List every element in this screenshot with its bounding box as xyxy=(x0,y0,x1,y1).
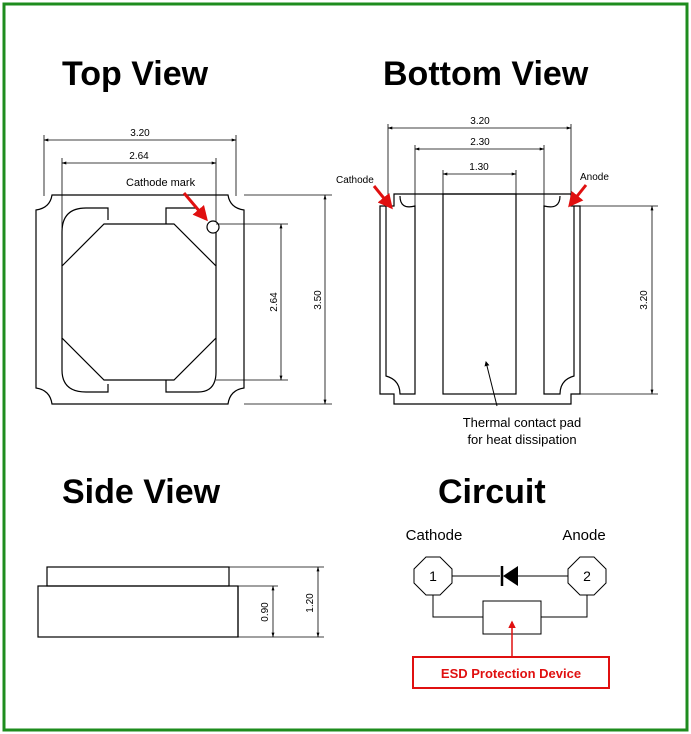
bottom-cathode-label: Cathode xyxy=(336,175,374,186)
bottom-view-heading: Bottom View xyxy=(383,55,589,93)
bottom-anode-label: Anode xyxy=(580,172,609,183)
bottom-dim-height: 3.20 xyxy=(639,290,650,310)
top-dim-height-outer: 3.50 xyxy=(313,290,324,310)
top-dim-height-inner: 2.64 xyxy=(269,292,280,312)
bottom-view-dimension-lines xyxy=(387,126,654,395)
thermal-note-line2: for heat dissipation xyxy=(467,432,576,447)
bottom-dim-width-mid: 2.30 xyxy=(470,137,490,148)
side-dim-body-height: 0.90 xyxy=(260,602,271,622)
top-view-dimension-lines xyxy=(43,138,327,405)
side-view-drawing xyxy=(37,566,324,638)
side-dim-total-height: 1.20 xyxy=(305,593,316,613)
bottom-view-drawing xyxy=(379,124,658,405)
circuit-anode-label: Anode xyxy=(562,527,605,544)
cathode-mark-label: Cathode mark xyxy=(126,177,196,189)
circuit-heading: Circuit xyxy=(438,473,546,511)
diode-symbol xyxy=(500,566,518,586)
side-view-heading: Side View xyxy=(62,473,221,511)
circuit-pin2: 2 xyxy=(583,568,591,584)
top-view-heading: Top View xyxy=(62,55,209,93)
cathode-mark-arrow xyxy=(182,192,208,222)
cathode-arrow xyxy=(372,185,393,210)
circuit-pin1: 1 xyxy=(429,568,437,584)
thermal-note-line1: Thermal contact pad xyxy=(463,415,582,430)
top-view-drawing xyxy=(35,135,332,405)
top-dim-width-outer: 3.20 xyxy=(130,128,150,139)
top-dim-width-inner: 2.64 xyxy=(129,151,149,162)
bottom-dim-width-outer: 3.20 xyxy=(470,116,490,127)
side-view-dimension-lines xyxy=(271,566,320,638)
anode-arrow xyxy=(568,184,588,208)
circuit-cathode-label: Cathode xyxy=(406,527,463,544)
bottom-dim-width-pad: 1.30 xyxy=(469,162,489,173)
esd-label: ESD Protection Device xyxy=(441,666,581,681)
thermal-pad-arrow xyxy=(484,361,498,407)
